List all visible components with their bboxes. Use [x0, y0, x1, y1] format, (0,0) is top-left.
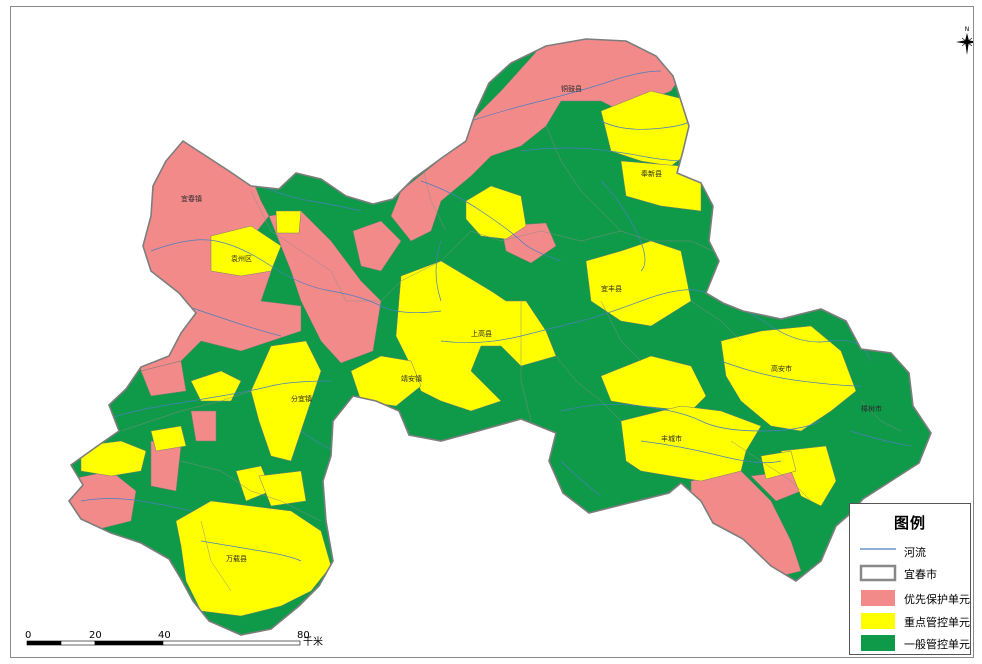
svg-text:丰城市: 丰城市	[661, 434, 682, 443]
river-network	[80, 70, 912, 562]
scale-unit: 千米	[303, 635, 323, 648]
north-arrow-icon: N	[956, 26, 973, 55]
key-control-swatch-icon	[861, 613, 895, 629]
general-control-swatch-icon	[861, 635, 895, 651]
svg-text:靖安镇: 靖安镇	[401, 374, 422, 383]
svg-text:万载县: 万载县	[226, 554, 247, 563]
scale-tick-80: 80	[297, 630, 310, 641]
priority-swatch-icon	[861, 590, 895, 606]
legend-label-city: 宜春市	[904, 568, 937, 581]
city-outline-icon	[859, 564, 897, 582]
svg-text:宜丰县: 宜丰县	[601, 284, 622, 293]
legend-label-general: 一般管控单元	[904, 638, 970, 651]
svg-text:袁州区: 袁州区	[231, 254, 252, 263]
svg-text:分宜镇: 分宜镇	[291, 394, 312, 403]
key-control-units	[80, 90, 857, 617]
svg-text:铜鼓县: 铜鼓县	[561, 84, 582, 93]
scale-tick-40: 40	[158, 630, 171, 641]
map-canvas: 宜春镇 袁州区 上高县 宜丰县 高安市 丰城市 万载县 铜鼓县 奉新县 分宜镇 …	[25, 26, 973, 648]
scale-tick-0: 0	[25, 630, 31, 641]
legend-item-river: 河流	[858, 542, 968, 562]
svg-text:奉新县: 奉新县	[641, 169, 662, 178]
zone-patches: 宜春镇 袁州区 上高县 宜丰县 高安市 丰城市 万载县 铜鼓县 奉新县 分宜镇 …	[69, 39, 912, 617]
svg-text:宜春镇: 宜春镇	[181, 194, 202, 203]
legend-item-general: 一般管控单元	[858, 634, 970, 654]
scale-bar: 0 20 40 80 千米	[25, 630, 323, 648]
map-frame: 宜春镇 袁州区 上高县 宜丰县 高安市 丰城市 万载县 铜鼓县 奉新县 分宜镇 …	[10, 6, 974, 658]
legend-label-river: 河流	[904, 546, 926, 559]
north-label: N	[965, 26, 970, 33]
legend-item-city: 宜春市	[858, 564, 968, 584]
legend-title: 图例	[893, 514, 926, 532]
legend-item-key: 重点管控单元	[858, 612, 970, 632]
map-legend: 图例 河流 宜春市 优先保护单元 重点管控单元 一般管控单元	[849, 503, 971, 655]
svg-text:高安市: 高安市	[771, 364, 792, 373]
scale-tick-20: 20	[89, 630, 102, 641]
svg-text:上高县: 上高县	[471, 329, 492, 338]
legend-item-priority: 优先保护单元	[858, 589, 970, 609]
river-line-icon	[860, 548, 896, 550]
place-name-labels: 宜春镇 袁州区 上高县 宜丰县 高安市 丰城市 万载县 铜鼓县 奉新县 分宜镇 …	[181, 84, 882, 563]
legend-label-key: 重点管控单元	[904, 616, 970, 629]
district-boundaries	[120, 125, 902, 592]
legend-label-priority: 优先保护单元	[904, 593, 970, 606]
svg-text:樟树市: 樟树市	[861, 404, 882, 413]
